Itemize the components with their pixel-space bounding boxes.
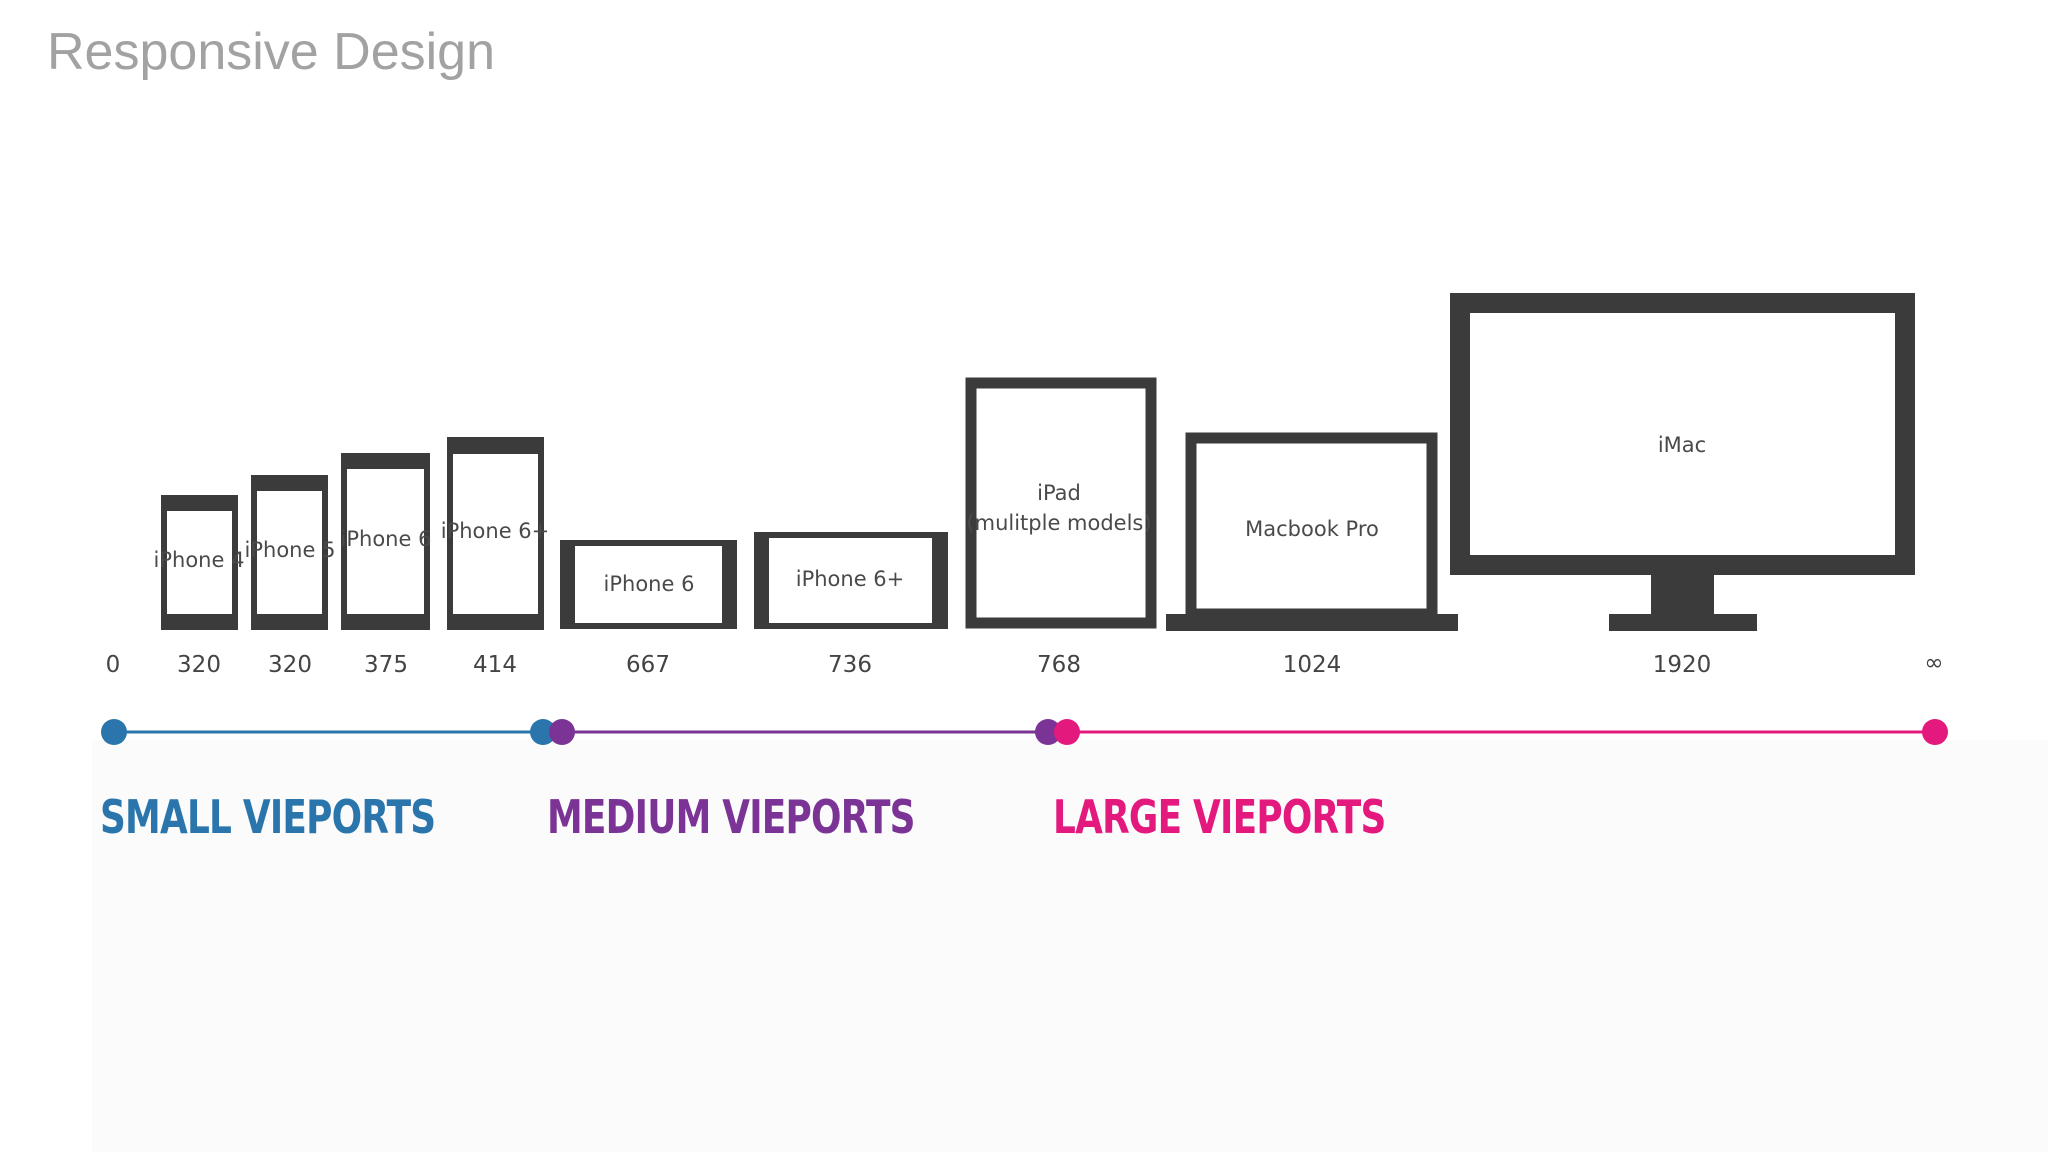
tick-label: 320 <box>268 652 312 678</box>
tick-label-0: 0 <box>106 652 121 678</box>
range-label-medium: MEDIUM VIEPORTS <box>547 790 916 844</box>
device-name: iPhone 6+ <box>441 519 550 543</box>
device-bottom-bezel <box>447 614 544 630</box>
range-label-large: LARGE VIEPORTS <box>1053 790 1386 844</box>
device-top-bezel <box>251 475 328 491</box>
device-stand <box>1651 572 1714 617</box>
device-iphone6plus-landscape: iPhone 6+ <box>754 532 948 629</box>
slide-title: Responsive Design <box>47 23 496 81</box>
device-top-bezel <box>161 495 238 511</box>
device-iphone6plus-portrait: iPhone 6+ <box>441 437 550 630</box>
device-iphone6-portrait: iPhone 6 <box>341 453 432 630</box>
range-dot-large-start <box>1054 719 1080 745</box>
range-label-small: SMALL VIEPORTS <box>100 790 436 844</box>
device-top-bezel <box>341 453 430 469</box>
range-dot-medium-start <box>549 719 575 745</box>
range-label-medium-text: MEDIUM VIEPORTS <box>547 790 916 844</box>
device-iphone6-landscape: iPhone 6 <box>560 540 737 629</box>
device-frame <box>965 377 1157 629</box>
range-label-large-text: LARGE VIEPORTS <box>1053 790 1386 844</box>
device-name: iPhone 5 <box>245 538 336 562</box>
device-name: iMac <box>1658 433 1706 457</box>
device-imac: iMac <box>1450 293 1915 631</box>
tick-label: 375 <box>364 652 408 678</box>
device-bottom-bezel <box>251 614 328 630</box>
device-ipad: iPad (mulitple models) <box>965 377 1157 629</box>
device-name: iPhone 6 <box>604 572 695 596</box>
device-name: iPhone 4 <box>154 548 245 572</box>
tick-label: 667 <box>626 652 670 678</box>
device-right-bezel <box>722 540 737 629</box>
tick-label: 320 <box>177 652 221 678</box>
device-stand-base <box>1609 614 1757 631</box>
device-name: iPhone 6 <box>341 527 432 551</box>
device-name: iPad <box>1037 481 1081 505</box>
device-iphone4-portrait: iPhone 4 <box>154 495 245 630</box>
device-left-bezel <box>560 540 575 629</box>
device-base <box>1166 614 1458 631</box>
tick-label: 736 <box>828 652 872 678</box>
tick-label: 414 <box>473 652 517 678</box>
tick-label-infinity: ∞ <box>1924 650 1943 676</box>
device-iphone5-portrait: iPhone 5 <box>245 475 336 630</box>
tick-label: 1024 <box>1283 652 1342 678</box>
tick-label: 768 <box>1037 652 1081 678</box>
device-bottom-bezel <box>161 614 238 630</box>
device-screen <box>1450 293 1915 575</box>
range-dot-small-start <box>101 719 127 745</box>
tick-label: 1920 <box>1653 652 1712 678</box>
range-dot-large-end <box>1922 719 1948 745</box>
device-name: Macbook Pro <box>1245 517 1379 541</box>
background-panel <box>92 740 2048 1152</box>
device-top-bezel <box>447 437 544 454</box>
device-right-bezel <box>932 532 948 629</box>
device-macbook-pro: Macbook Pro <box>1166 432 1458 631</box>
range-dot-medium-end <box>1035 719 1061 745</box>
device-bottom-bezel <box>341 614 430 630</box>
device-left-bezel <box>754 532 769 629</box>
device-name-line2: (mulitple models) <box>966 511 1151 535</box>
range-dot-small-end <box>530 719 556 745</box>
range-label-small-text: SMALL VIEPORTS <box>100 790 436 844</box>
device-name: iPhone 6+ <box>796 567 905 591</box>
